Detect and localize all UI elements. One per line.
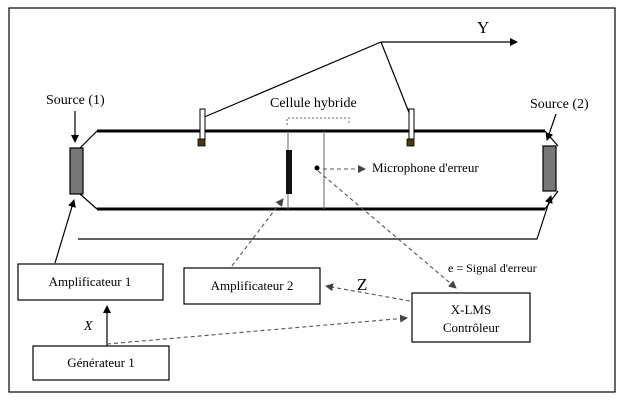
source2-label: Source (2) [530,97,589,112]
sensor-left [199,108,206,140]
amplificateur1-box [17,263,164,301]
amp1-to-source1 [54,199,76,264]
sensor-right [408,108,415,140]
controleur-line2: Contrôleur [443,320,500,335]
controleur-line1: X-LMS [451,302,491,317]
source2-speaker [542,145,557,192]
cellule-bracket [286,117,350,125]
source1-label: Source (1) [46,93,105,108]
error-signal-label: e = Signal d'erreur [448,261,537,275]
sensor-left-head [197,138,206,147]
controller-to-amp2 [325,283,411,302]
amplificateur2-box [183,267,321,305]
generateur1-box [32,345,170,381]
y-axis-label: Y [477,18,489,37]
y-pointer-right [380,41,411,116]
duct-flare-left-bottom [79,193,98,210]
gen-to-controller [106,314,408,345]
sensor-right-head [406,138,415,147]
x-label: X [83,319,93,334]
z-label: Z [357,275,367,294]
amp1-to-source2 [78,195,553,240]
y-pointer-left [201,41,382,119]
duct-flare-left-top [79,130,98,149]
amp2-to-actuator [231,198,284,267]
microphone-label: Microphone d'erreur [372,160,479,175]
controleur-box [411,292,531,343]
outer-frame [8,7,616,393]
source2-arrow [545,113,557,141]
generateur1-label: Générateur 1 [67,355,135,370]
amplificateur1-label: Amplificateur 1 [49,274,132,289]
error-microphone-dot [314,165,320,171]
hybrid-actuator [286,150,292,194]
amplificateur2-label: Amplificateur 2 [211,278,294,293]
source1-speaker [69,147,84,195]
duct-flare-right-bottom [544,190,559,210]
cellule-label: Cellule hybride [270,96,357,111]
error-signal-line [317,170,457,289]
